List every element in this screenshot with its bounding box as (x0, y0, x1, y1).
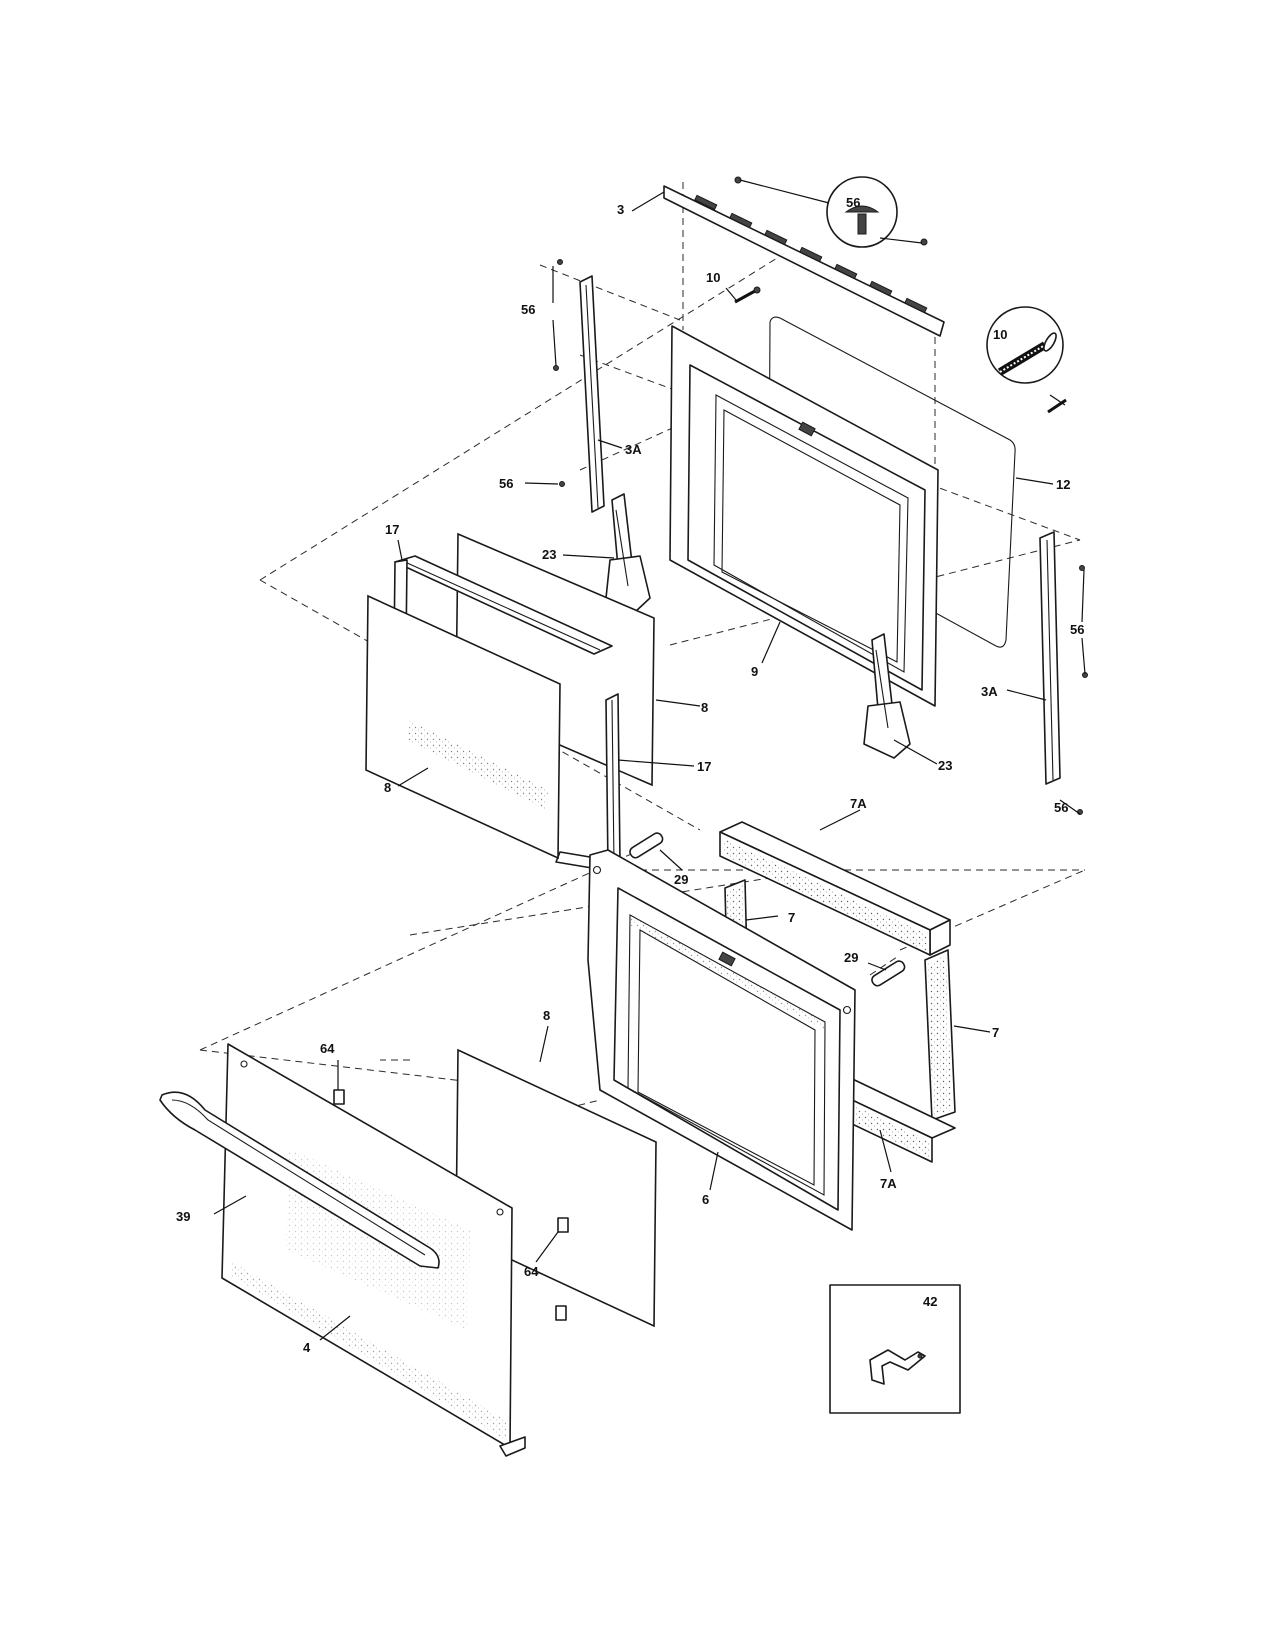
callout-23-right: 23 (938, 758, 952, 773)
callout-39: 39 (176, 1209, 190, 1224)
part-3a-right-channel (1039, 531, 1088, 815)
callout-10-right: 10 (993, 327, 1007, 342)
callout-8-right: 8 (701, 700, 708, 715)
callout-56-left-mid: 56 (499, 476, 513, 491)
callout-7a-top: 7A (850, 796, 867, 811)
part-64-clip-top (333, 1089, 345, 1105)
callout-29-right: 29 (844, 950, 858, 965)
part-29-pin-right (871, 960, 906, 987)
callout-8-left: 8 (384, 780, 391, 795)
callout-labels: 3 56 10 10 56 3A 56 12 17 23 9 56 8 3A 1… (176, 195, 1084, 1355)
callout-9: 9 (751, 664, 758, 679)
screw-10-left (734, 286, 761, 304)
part-9-inner-door (669, 325, 939, 707)
part-6-door-frame (587, 849, 856, 1231)
part-8-glass-front-upper (365, 594, 561, 860)
callout-42: 42 (923, 1294, 937, 1309)
callout-3a-right: 3A (981, 684, 998, 699)
part-39-handle (159, 1091, 440, 1269)
callout-7-left: 7 (788, 910, 795, 925)
callout-64-bottom: 64 (524, 1264, 539, 1279)
callout-3a-left: 3A (625, 442, 642, 457)
part-23-hinge-left (605, 493, 651, 613)
callout-56-right-bottom: 56 (1054, 800, 1068, 815)
part-29-pin-top (629, 832, 664, 859)
callout-64-top: 64 (320, 1041, 335, 1056)
part-42-bracket-detail-box (829, 1284, 961, 1414)
part-64-clip-bottom (555, 1305, 567, 1321)
callout-7a-bottom: 7A (880, 1176, 897, 1191)
part-7a-insulation-top (719, 821, 951, 956)
part-3-vent-trim (663, 185, 945, 337)
callout-56-left-top: 56 (521, 302, 535, 317)
callout-56-top: 56 (846, 195, 860, 210)
part-7-insulation-right (924, 949, 956, 1121)
callout-29-top: 29 (674, 872, 688, 887)
screw-56-top-group (734, 176, 928, 248)
callout-56-right-mid: 56 (1070, 622, 1084, 637)
callout-10-left: 10 (706, 270, 720, 285)
callout-17-top: 17 (385, 522, 399, 537)
callout-6: 6 (702, 1192, 709, 1207)
callout-3: 3 (617, 202, 624, 217)
leader-lines (213, 191, 1086, 1341)
part-3a-left-channel (553, 259, 605, 513)
callout-4: 4 (303, 1340, 311, 1355)
callout-8-center: 8 (543, 1008, 550, 1023)
callout-17-bottom: 17 (697, 759, 711, 774)
part-64-clip-middle (557, 1217, 569, 1233)
callout-7-right: 7 (992, 1025, 999, 1040)
callout-12: 12 (1056, 477, 1070, 492)
screw-10-detail (986, 306, 1067, 414)
part-23-hinge-right (863, 633, 911, 759)
callout-23-left: 23 (542, 547, 556, 562)
